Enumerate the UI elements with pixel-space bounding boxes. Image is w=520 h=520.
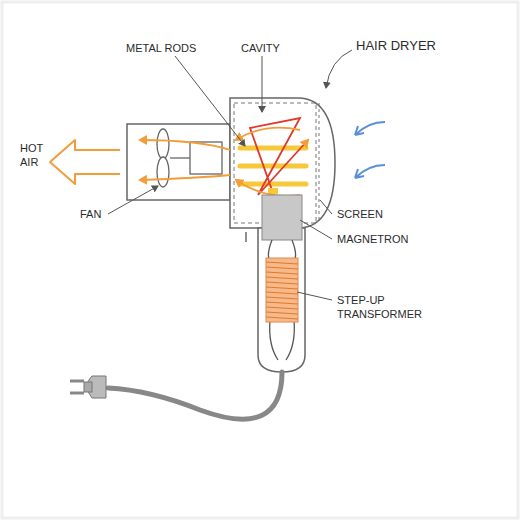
coil-winding	[266, 297, 298, 299]
coil-winding	[266, 282, 298, 284]
coil-winding	[266, 302, 298, 304]
coil-winding	[266, 287, 298, 289]
coil-winding	[266, 317, 298, 319]
coil-winding	[266, 312, 298, 314]
title-label: HAIR DRYER	[356, 38, 466, 54]
coil-winding	[266, 292, 298, 294]
part-label: MAGNETRON	[337, 233, 447, 247]
coil-winding	[266, 262, 298, 264]
coil-winding	[266, 307, 298, 309]
coil-winding	[266, 277, 298, 279]
part-label: STEP-UP TRANSFORMER	[337, 294, 427, 322]
coil-winding	[266, 272, 298, 274]
part-label: FAN	[80, 208, 120, 222]
part-label: CAVITY	[241, 42, 311, 56]
flow-label: HOT AIR	[20, 142, 50, 170]
part-label: SCREEN	[337, 208, 427, 222]
coil-winding	[266, 267, 298, 269]
part-label: METAL RODS	[126, 42, 226, 56]
